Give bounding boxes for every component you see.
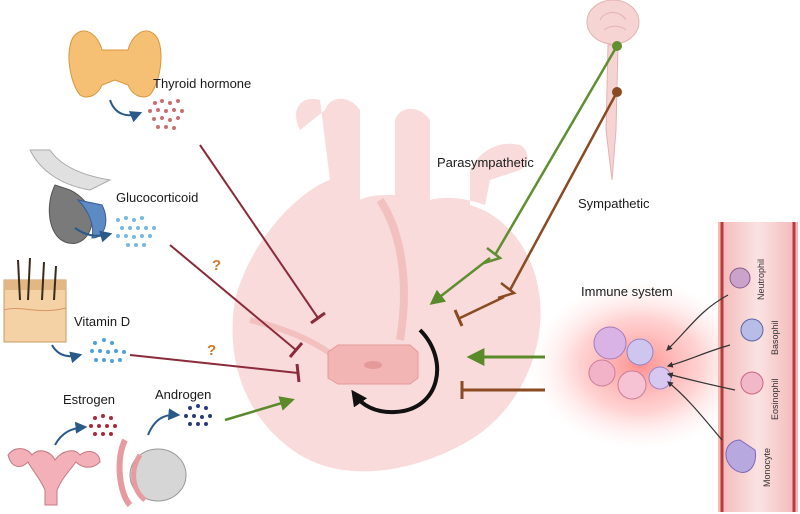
eosinophil-label: Eosinophil	[770, 378, 780, 420]
skin-illustration	[3, 257, 67, 343]
immune-system-label: Immune system	[581, 284, 673, 299]
question-mark-glucocorticoid: ?	[212, 257, 222, 274]
cardiomyocyte	[327, 344, 419, 385]
immune-cells	[588, 326, 672, 400]
androgen-label: Androgen	[155, 387, 212, 402]
vitamin-d-dots	[90, 338, 126, 363]
glucocorticoid-dots	[116, 216, 156, 247]
neutrophil-label: Neutrophil	[756, 258, 766, 300]
androgen-dots	[184, 404, 212, 426]
uterus-illustration	[7, 448, 101, 506]
sympathetic-pathway	[453, 91, 619, 327]
parasympathetic-pathway	[429, 45, 619, 305]
vessel-cells	[725, 267, 764, 473]
glucocorticoid-arrow	[74, 227, 113, 243]
rotation-arrow	[351, 328, 440, 415]
thyroid-hormone-label: Thyroid hormone	[153, 76, 252, 91]
thyroid-illustration	[68, 30, 162, 98]
thyroid-inhibit-line	[199, 144, 326, 325]
adrenal-illustration	[29, 149, 112, 244]
estrogen-arrow	[54, 421, 88, 446]
sympathetic-label: Sympathetic	[578, 196, 650, 211]
vitamin-d-label: Vitamin D	[74, 314, 131, 329]
androgen-arrow	[147, 408, 181, 436]
glucocorticoid-label: Glucocorticoid	[116, 190, 199, 205]
parasympathetic-label: Parasympathetic	[437, 155, 534, 170]
vessel-to-immune-arrows	[666, 294, 736, 441]
thyroid-dots	[148, 99, 184, 130]
thyroid-arrow	[109, 99, 143, 123]
question-mark-vitamin-d: ?	[207, 342, 217, 359]
estrogen-label: Estrogen	[63, 392, 116, 407]
glucocorticoid-inhibit-line	[169, 244, 304, 358]
monocyte-label: Monocyte	[762, 447, 772, 487]
basophil-label: Basophil	[770, 320, 780, 355]
brain-spinal-cord	[586, 0, 640, 181]
vitamin-d-inhibit-line	[129, 354, 301, 383]
testis-illustration	[116, 438, 187, 508]
vitamin-d-arrow	[51, 344, 83, 364]
immune-inhibit-line	[460, 381, 545, 399]
estrogen-dots	[89, 414, 117, 436]
androgen-stimulate-arrow	[224, 396, 295, 422]
